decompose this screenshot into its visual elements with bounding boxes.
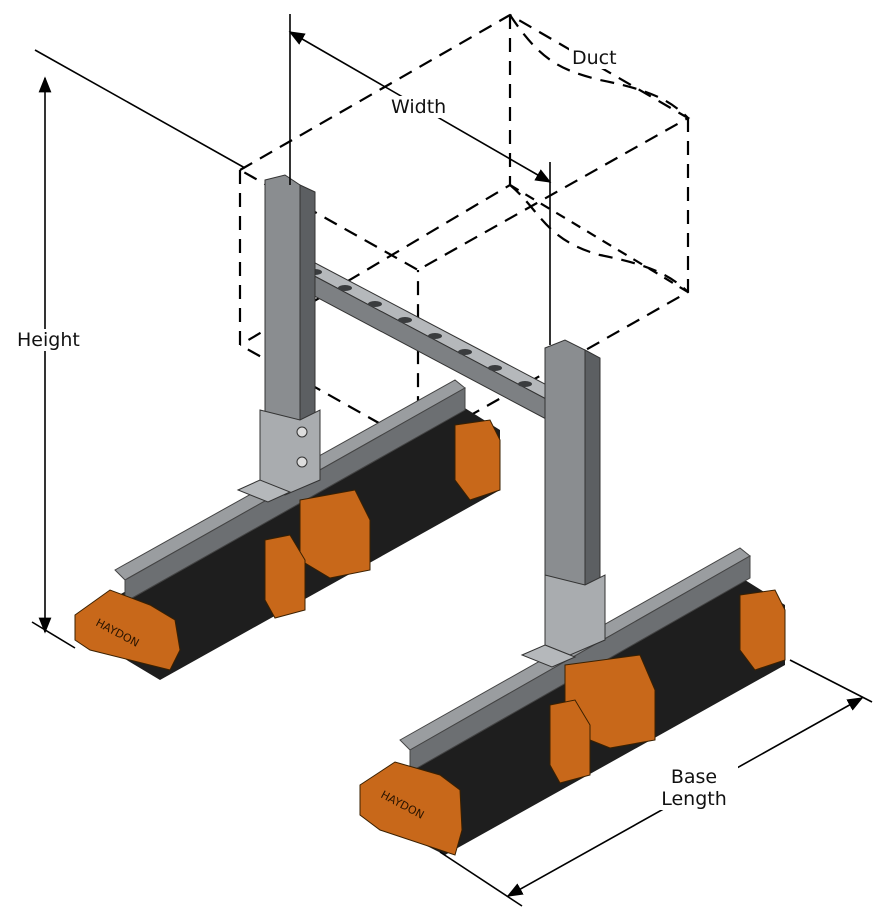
left-base-assembly: HAYDON [74,379,501,680]
base-length-label-line1: Base [670,766,718,788]
height-label: Height [14,329,83,351]
left-post [236,174,321,503]
base-length-label-line2: Length [661,788,727,810]
base-length-label: Base Length [650,766,738,810]
width-label: Width [388,96,450,118]
right-post [520,339,606,668]
height-dimension [31,49,246,649]
duct-label: Duct [569,47,620,69]
